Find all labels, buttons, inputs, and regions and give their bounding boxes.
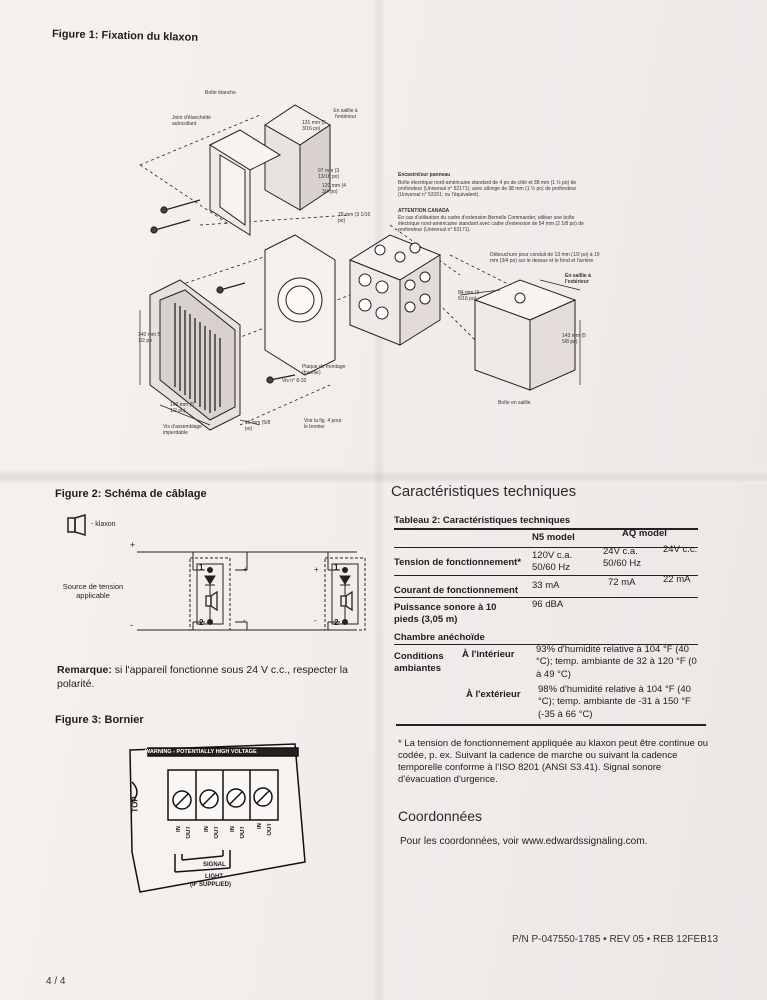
- label-dim-16: 16 mm (5/8 po): [245, 420, 271, 432]
- label-boite-saillie: Boîte en saillie: [498, 400, 531, 406]
- label-vis-assemblage: Vis d'assemblage imperdable: [163, 424, 202, 436]
- remark-text: si l'appareil fonctionne sous 24 V c.c.,…: [57, 664, 348, 691]
- row-conditions-label: Conditions ambiantes: [394, 651, 444, 675]
- label-dim-131: 131 mm (5 3/16 po): [302, 120, 326, 132]
- specs-footnote: * La tension de fonctionnement appliquée…: [398, 738, 709, 785]
- label-encastre-heading: Encastré/sur panneau: [398, 172, 451, 178]
- row-exterieur-text: 98% d'humidité relative à 104 °F (40 °C)…: [538, 684, 691, 720]
- table-top-rule: [394, 528, 698, 530]
- terminal-light-label: LIGHT: [205, 874, 223, 880]
- terminal-1-left: 1: [199, 563, 204, 572]
- col-header-aq: AQ model: [622, 528, 667, 539]
- contact-text: Pour les coordonnées, voir www.edwardssi…: [400, 836, 648, 847]
- klaxon-legend: - klaxon: [91, 521, 116, 528]
- col-header-n5: N5 model: [532, 532, 575, 543]
- row-tension-aq1: 24V c.a. 50/60 Hz: [603, 546, 642, 570]
- wiring-minus-left: -: [130, 620, 133, 630]
- label-dim-140-h: 140 mm 5 1/2 po: [138, 332, 161, 344]
- terminal-out-3: OUT: [240, 826, 246, 839]
- label-dim-143: 143 mm (5 5/8 po): [562, 333, 586, 345]
- table-bottom-rule: [396, 724, 706, 726]
- wiring-plus-right: +: [314, 565, 319, 574]
- row-rule-2: [394, 597, 698, 598]
- label-vis-8-32: Vis n° 8-32: [282, 378, 307, 384]
- wiring-minus-mid: -: [243, 616, 246, 625]
- label-dim-140-w: 140 mm (5 1/2 po): [170, 402, 194, 414]
- figure3-title: Figure 3: Bornier: [55, 714, 144, 726]
- row-rule-1: [394, 575, 698, 576]
- label-plaque: Plaque de montage (fournie): [302, 364, 346, 376]
- remark: Remarque: si l'appareil fonctionne sous …: [57, 663, 375, 691]
- row-rule-3: [394, 644, 698, 645]
- terminal-signal-label: SIGNAL: [203, 862, 226, 868]
- terminal-in-2: IN: [204, 826, 210, 832]
- terminal-if-supplied-label: (IF SUPPLIED): [190, 882, 232, 888]
- label-en-saillie-ext: En saillie à l'extérieur: [565, 273, 591, 285]
- row-interieur-text: 93% d'humidité relative à 104 °F (40 °C)…: [536, 644, 697, 680]
- row-puissance-label: Puissance sonore à 10 pieds (3,05 m): [394, 602, 497, 626]
- table-title: Tableau 2: Caractéristiques techniques: [394, 515, 571, 526]
- row-courant-aq1: 72 mA: [608, 577, 636, 588]
- wiring-plus-left: +: [130, 540, 136, 550]
- weatherproof-box-shape: [264, 104, 331, 211]
- label-en-saillie: En saillie à l'extérieur: [333, 108, 358, 120]
- contact-heading: Coordonnées: [398, 808, 483, 824]
- figure1-title: Figure 1: Fixation du klaxon: [51, 28, 199, 44]
- terminal-top-label: TOP: [130, 796, 140, 813]
- row-courant-aq2: 22 mA: [663, 574, 691, 585]
- terminal-2-left: 2: [199, 618, 204, 627]
- wiring-minus-right: -: [314, 616, 317, 625]
- row-exterieur-label: À l'extérieur: [466, 689, 521, 700]
- row-chambre-label: Chambre anéchoïde: [394, 632, 485, 643]
- label-attention-text: En cas d'utilisation du cadre d'extensio…: [398, 215, 584, 233]
- terminal-in-1: IN: [176, 826, 182, 832]
- mounting-plate-shape: [264, 234, 336, 376]
- row-puissance-n5: 96 dBA: [532, 599, 564, 610]
- terminal-in-4: IN: [257, 823, 263, 829]
- specs-heading: Caractéristiques techniques: [391, 483, 577, 500]
- wiring-plus-mid: +: [243, 565, 248, 574]
- electrical-box-shape: [348, 234, 442, 346]
- terminal-header: WARNING - POTENTIALLY HIGH VOLTAGE: [145, 749, 257, 755]
- surface-box-shape: [473, 279, 577, 391]
- label-dim-97: 97 mm (3 13/16 po): [318, 168, 340, 180]
- horn-unit-shape: [149, 279, 241, 431]
- terminal-1-right: 1: [334, 563, 339, 572]
- label-voir-fig: Voir la fig. 4 pour le bornier: [304, 418, 342, 430]
- label-attention: ATTENTION CANADA: [398, 208, 450, 214]
- source-label: Source de tension applicable: [62, 582, 124, 600]
- part-number: P/N P-047550-1785 • REV 05 • REB 12FEB13: [512, 934, 719, 945]
- page-number: 4 / 4: [46, 976, 66, 987]
- label-dim-78: 78 mm (3 1/16 po): [338, 212, 371, 224]
- figure2-title: Figure 2: Schéma de câblage: [55, 488, 207, 500]
- terminal-out-4: OUT: [267, 823, 273, 836]
- terminal-in-3: IN: [230, 826, 236, 832]
- header-rule: [394, 547, 698, 548]
- row-courant-label: Courant de fonctionnement: [394, 585, 519, 596]
- row-tension-n5: 120V c.a. 50/60 Hz: [532, 550, 573, 574]
- label-encastre-text: Boîte électrique nord-américaine standar…: [398, 180, 577, 198]
- terminal-2-right: 2: [334, 618, 339, 627]
- label-dim-120: 120 mm (4 3/4 po): [322, 183, 346, 195]
- figure1-exploded-diagram: [139, 104, 581, 431]
- paper-fold-horizontal: [0, 470, 767, 484]
- remark-label: Remarque:: [57, 664, 112, 676]
- label-joint: Joint d'étanchéité autocollant: [172, 115, 211, 127]
- terminal-block-diagram: [129, 743, 306, 893]
- row-interieur-label: À l'intérieur: [462, 649, 515, 660]
- terminal-out-2: OUT: [214, 826, 220, 839]
- row-tension-label: Tension de fonctionnement*: [394, 557, 522, 568]
- klaxon-symbol-icon: [67, 514, 86, 536]
- label-boite-etanche: Boîte étanche: [205, 90, 236, 96]
- label-debouchure: Débouchure pour conduit de 13 mm (1/2 po…: [490, 252, 600, 264]
- wiring-diagram: [137, 551, 366, 631]
- label-dim-84: 84 mm (3 5/16 po): [458, 290, 480, 302]
- row-courant-n5: 33 mA: [532, 580, 560, 591]
- terminal-out-1: OUT: [186, 826, 192, 839]
- row-tension-aq2: 24V c.c.: [663, 544, 698, 555]
